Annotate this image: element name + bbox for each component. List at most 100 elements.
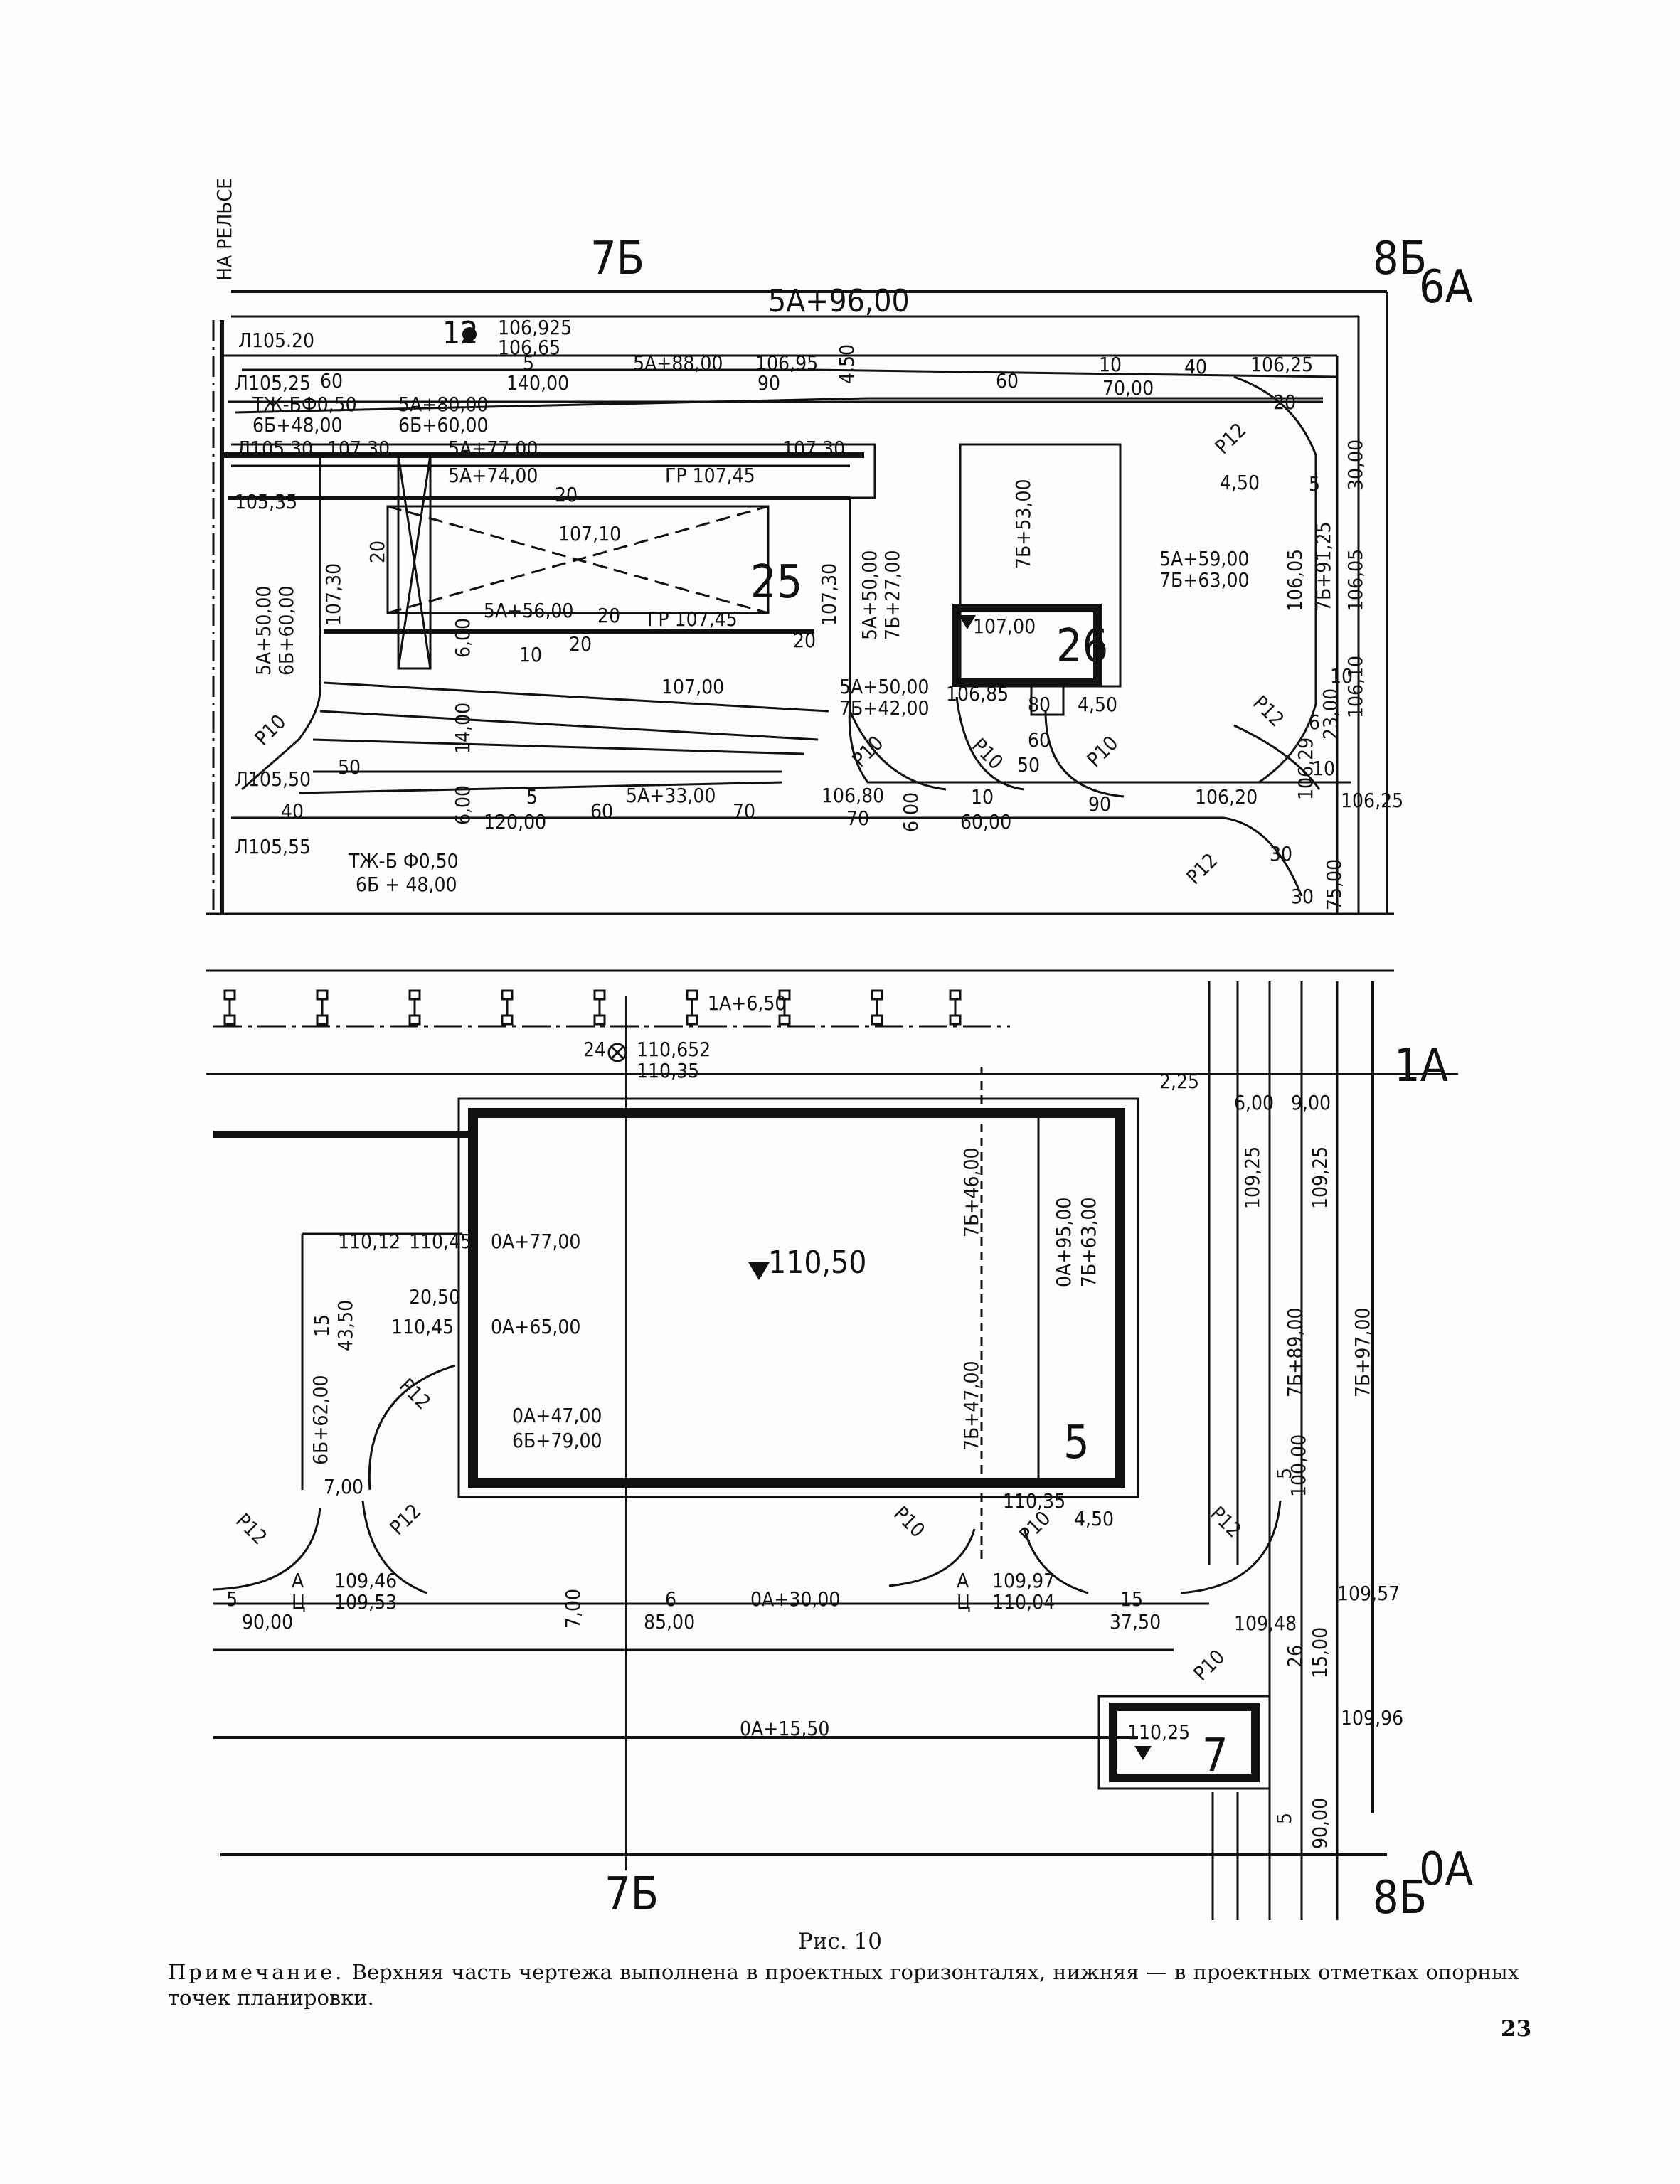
contour-number: 6 bbox=[1309, 710, 1320, 734]
radius-label: Р12 bbox=[1211, 418, 1251, 459]
label-107-30-d: 107,30 bbox=[817, 563, 841, 626]
label-30: 30,00 bbox=[1344, 440, 1367, 491]
label-7b-91: 7Б+91,25 bbox=[1312, 521, 1335, 612]
label-85: 85,00 bbox=[644, 1610, 695, 1634]
label-110-45-b: 110,45 bbox=[391, 1315, 454, 1338]
figure-caption: Рис. 10 bbox=[797, 1929, 883, 1954]
label-l105-20: Л105.20 bbox=[238, 329, 314, 352]
label-7b-42: 7Б+42,00 bbox=[839, 696, 930, 720]
label-100: 100,00 bbox=[1287, 1434, 1310, 1497]
label-5a-50-mid: 5А+50,00 bbox=[858, 550, 881, 640]
radius-label: Р10 bbox=[889, 1502, 930, 1543]
label-6-a: 6,00 bbox=[451, 618, 474, 658]
label-110-35-b: 110,35 bbox=[1003, 1489, 1065, 1513]
label-gr-2: ГР 107,45 bbox=[647, 607, 738, 631]
label-106-05-b: 106,05 bbox=[1344, 549, 1367, 612]
label-90: 90,00 bbox=[242, 1610, 293, 1634]
grid-axis-8b-top: 8Б bbox=[1373, 233, 1427, 285]
label-5a-59: 5А+59,00 bbox=[1159, 547, 1249, 570]
lamp-icon bbox=[501, 989, 514, 1026]
label-6-b: 6,00 bbox=[451, 785, 474, 825]
label-tzh-2: ТЖ-Б Ф0,50 bbox=[348, 849, 459, 873]
contour-number: 60 bbox=[590, 799, 613, 823]
level-marker-icon bbox=[959, 615, 976, 629]
contour-number: 20 bbox=[793, 629, 816, 652]
building-25-number: 25 bbox=[750, 556, 802, 609]
label-4-50-b: 4,50 bbox=[1220, 471, 1260, 494]
label-109-97: 109,97 bbox=[992, 1569, 1055, 1592]
label-5a-80: 5А+80,00 bbox=[398, 393, 488, 416]
label-107-00-b: 107,00 bbox=[973, 614, 1036, 638]
grid-axis-7b-top: 7Б bbox=[590, 233, 644, 285]
lamp-icon bbox=[593, 989, 606, 1026]
grid-axis-1a: 1А bbox=[1394, 1040, 1448, 1092]
label-7b-63-lower: 7Б+63,00 bbox=[1077, 1197, 1100, 1287]
label-tzh-1: ТЖ-БФ0,50 bbox=[252, 393, 357, 416]
contour-number: 10 bbox=[1330, 664, 1353, 688]
contour-number: 60 bbox=[996, 369, 1019, 393]
figure-note: Примечание. Верхняя часть чертежа выполн… bbox=[168, 1959, 1519, 2010]
label-7b-63: 7Б+63,00 bbox=[1159, 568, 1250, 592]
contour-number: 50 bbox=[338, 755, 361, 779]
label-106-25-b: 106,25 bbox=[1341, 789, 1403, 812]
label-20-50: 20,50 bbox=[409, 1285, 460, 1309]
mark-24-cross-icon bbox=[610, 1045, 624, 1060]
contour-number: 90 bbox=[1088, 792, 1111, 816]
label-5-b: 5 bbox=[1272, 1813, 1296, 1824]
label-9-00: 9,00 bbox=[1291, 1091, 1331, 1114]
contour-number: 30 bbox=[1291, 885, 1314, 908]
radius-label: Р12 bbox=[395, 1374, 435, 1415]
site-plan-drawing: 7Б 8Б 6А НА РЕЛЬСЕ 5А+96,00 12 106,925 1… bbox=[206, 178, 1473, 1924]
radius-label: Р10 bbox=[967, 734, 1008, 774]
contour-number: 60 bbox=[1028, 728, 1051, 752]
lamp-icon bbox=[223, 989, 236, 1026]
contour-number: 70 bbox=[733, 799, 755, 823]
lamp-icon bbox=[316, 989, 329, 1026]
label-15-00: 15,00 bbox=[1308, 1627, 1331, 1678]
lamp-row bbox=[223, 989, 962, 1026]
building-7-number: 7 bbox=[1202, 1730, 1228, 1782]
label-0a-30: 0А+30,00 bbox=[750, 1587, 840, 1611]
label-l105-55: Л105,55 bbox=[235, 835, 311, 858]
contour-number: 90 bbox=[757, 371, 780, 395]
contour-number: 10 bbox=[519, 643, 542, 666]
lamp-icon bbox=[778, 989, 791, 1026]
building-26-number: 26 bbox=[1056, 620, 1108, 673]
radius-label: Р10 bbox=[250, 710, 291, 750]
label-5a-77: 5А+77,00 bbox=[448, 437, 538, 460]
label-tzh-1-sub: 6Б+48,00 bbox=[252, 413, 343, 437]
label-5-a: 5 bbox=[226, 1587, 238, 1611]
label-5a-56: 5А+56,00 bbox=[484, 599, 573, 622]
lamp-icon bbox=[686, 989, 698, 1026]
label-107-10: 107,10 bbox=[558, 522, 621, 545]
building-5-number: 5 bbox=[1063, 1417, 1090, 1469]
label-6b-60-left: 6Б+60,00 bbox=[275, 585, 298, 676]
label-106-29: 106,29 bbox=[1294, 737, 1317, 800]
label-5a-33: 5А+33,00 bbox=[626, 784, 716, 807]
label-6b-62: 6Б+62,00 bbox=[309, 1375, 332, 1465]
label-6-lower: 6 bbox=[665, 1587, 676, 1611]
label-110-04: 110,04 bbox=[992, 1590, 1055, 1614]
label-140: 140,00 bbox=[506, 371, 569, 395]
contour-number: 70 bbox=[846, 806, 869, 830]
label-107-30-c: 107,30 bbox=[321, 563, 345, 626]
radius-label: Р12 bbox=[1248, 691, 1289, 732]
label-14: 14,00 bbox=[451, 703, 474, 754]
label-60: 60,00 bbox=[960, 810, 1011, 833]
contour-number: 80 bbox=[1028, 693, 1051, 716]
contour-number: 40 bbox=[281, 799, 304, 823]
label-5a-74: 5А+74,00 bbox=[448, 464, 538, 487]
note-lead: Примечание. bbox=[168, 1960, 345, 1984]
contour-number: 20 bbox=[569, 632, 592, 656]
label-109-25-a: 109,25 bbox=[1240, 1146, 1264, 1209]
radius-label: Р10 bbox=[848, 731, 888, 772]
label-7b-97: 7Б+97,00 bbox=[1351, 1307, 1374, 1397]
label-mark-12-top: 106,925 bbox=[498, 316, 572, 339]
label-110-652: 110,652 bbox=[637, 1038, 711, 1061]
label-0a-65: 0А+65,00 bbox=[491, 1315, 580, 1338]
label-106-20: 106,20 bbox=[1195, 785, 1258, 809]
label-l105-25: Л105,25 bbox=[235, 371, 311, 395]
label-109-48: 109,48 bbox=[1234, 1612, 1297, 1635]
label-6b-79: 6Б+79,00 bbox=[512, 1429, 602, 1452]
label-7b-47: 7Б+47,00 bbox=[959, 1360, 983, 1451]
